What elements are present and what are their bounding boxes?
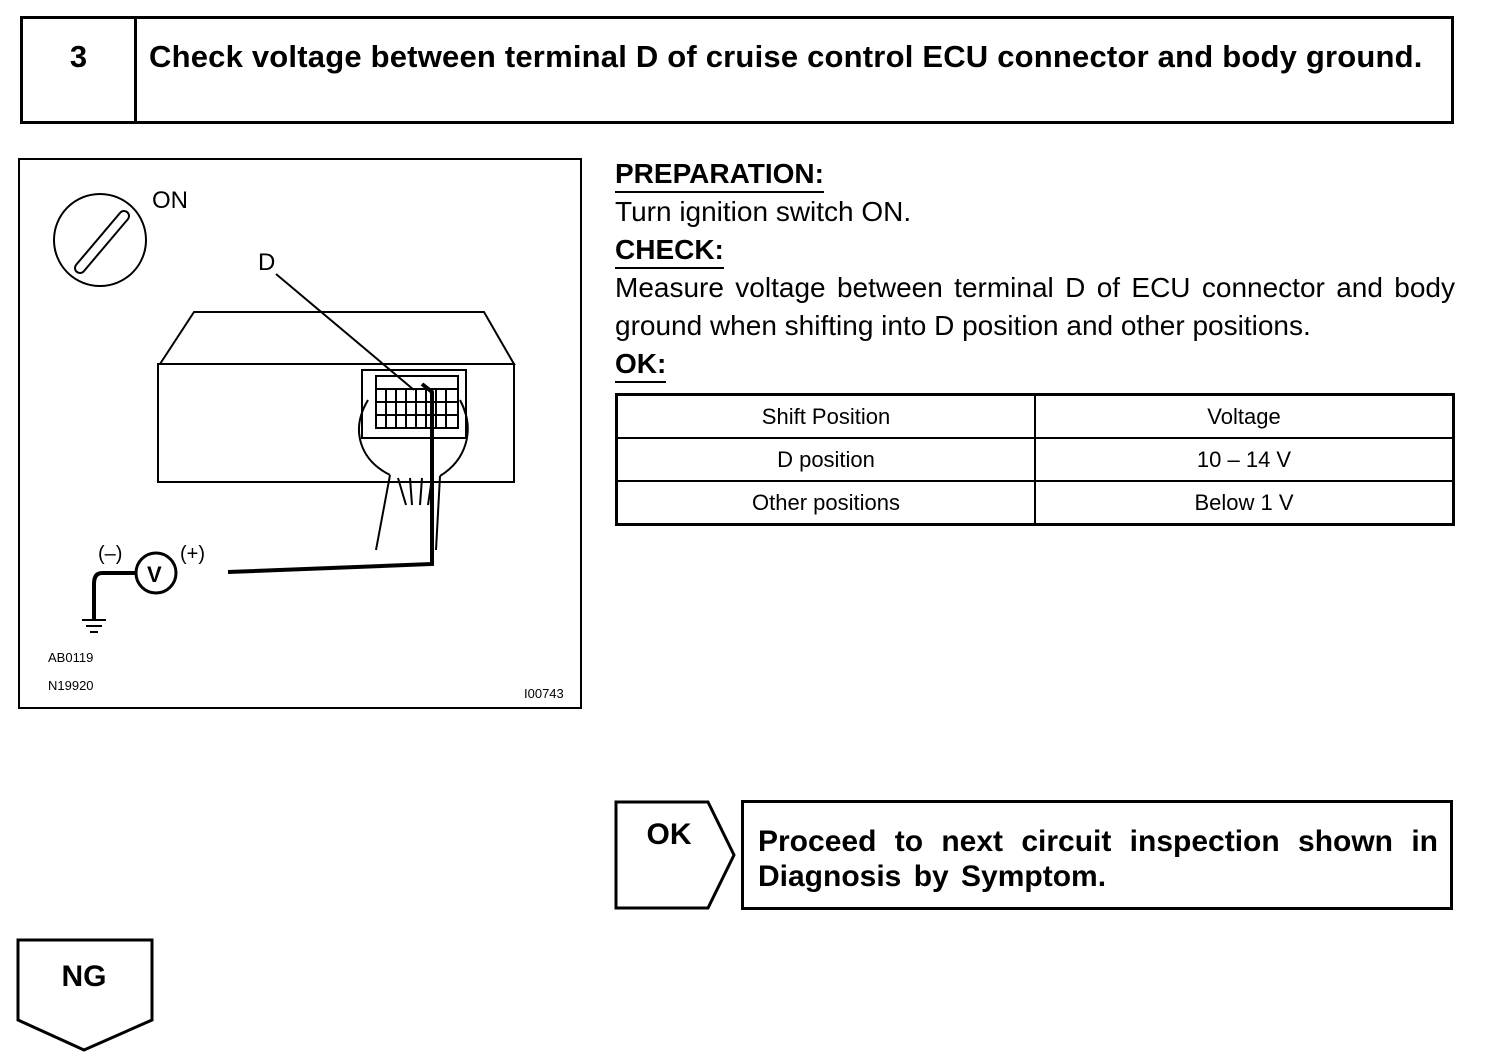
check-heading: CHECK: — [615, 233, 724, 269]
ecu-connector-icon — [358, 369, 469, 551]
figure-code-2: N19920 — [48, 678, 94, 693]
ng-result-tag: NG — [16, 938, 154, 1052]
ok-heading: OK: — [615, 347, 667, 383]
instructions-column: PREPARATION: Turn ignition switch ON. CH… — [615, 155, 1455, 526]
step-number: 3 — [23, 19, 137, 121]
ignition-on-label: ON — [152, 187, 188, 214]
step-title: Check voltage between terminal D of crui… — [149, 39, 1423, 74]
positive-probe-lead — [227, 382, 434, 574]
table-cell: 10 – 14 V — [1034, 437, 1455, 482]
voltage-spec-table: Shift Position Voltage D position 10 – 1… — [615, 393, 1455, 526]
table-row: D position 10 – 14 V — [615, 437, 1455, 482]
wiring-diagram: ON D — [18, 158, 582, 709]
plus-terminal-label: (+) — [180, 543, 205, 565]
ignition-key-icon — [53, 193, 147, 287]
ok-result-text: Proceed to next circuit inspection shown… — [741, 800, 1453, 910]
table-header-cell: Voltage — [1034, 393, 1455, 439]
ok-result-tag: OK — [614, 800, 736, 910]
preparation-heading: PREPARATION: — [615, 157, 824, 193]
terminal-d-leader — [275, 273, 415, 391]
table-row: Other positions Below 1 V — [615, 480, 1455, 526]
table-cell: Below 1 V — [1034, 480, 1455, 526]
table-header-row: Shift Position Voltage — [615, 393, 1455, 439]
ecu-body — [157, 311, 516, 483]
wiring-diagram-svg: ON D — [48, 187, 564, 701]
figure-code-3: I00743 — [524, 686, 564, 701]
table-cell: D position — [615, 437, 1036, 482]
ng-result-label: NG — [61, 960, 107, 993]
table-header-cell: Shift Position — [615, 393, 1036, 439]
negative-probe-lead — [92, 571, 136, 620]
table-cell: Other positions — [615, 480, 1036, 526]
terminal-d-label: D — [258, 249, 275, 276]
ground-icon — [82, 619, 106, 633]
ok-result-label: OK — [646, 818, 692, 851]
preparation-text: Turn ignition switch ON. — [615, 196, 912, 227]
figure-code-1: AB0119 — [48, 650, 93, 665]
check-text: Measure voltage between terminal D of EC… — [615, 272, 1455, 341]
ok-arrow-shape — [614, 800, 736, 910]
step-header: 3 Check voltage between terminal D of cr… — [20, 16, 1454, 124]
voltmeter-label: V — [147, 562, 162, 587]
minus-terminal-label: (–) — [98, 543, 122, 565]
ng-arrow-shape — [16, 938, 154, 1052]
